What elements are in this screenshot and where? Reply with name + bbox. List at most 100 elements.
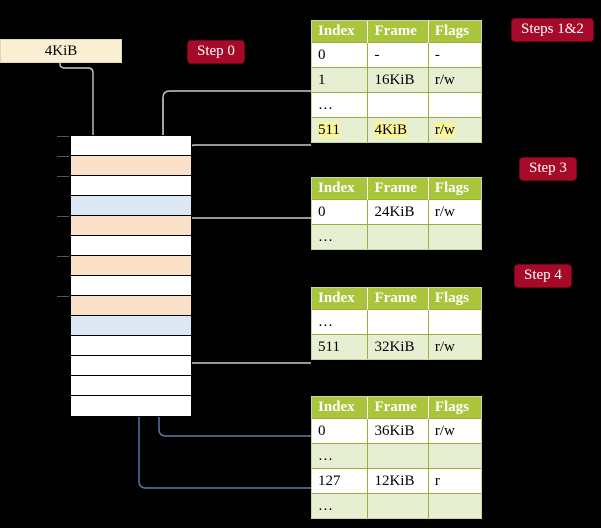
memory-frame-row[interactable] — [71, 236, 191, 256]
cell-frame — [367, 224, 429, 249]
cell-frame: 24KiB — [367, 199, 429, 225]
column-header-index: Index — [312, 21, 369, 43]
cell-index: … — [312, 493, 369, 518]
memory-frame-row[interactable] — [71, 396, 191, 416]
cell-index: 0 — [312, 199, 369, 225]
cell-index: 127 — [312, 468, 369, 494]
cell-frame — [367, 493, 429, 518]
memory-frame-row[interactable] — [57, 156, 191, 176]
badge-step-4: Step 4 — [515, 265, 571, 288]
cell-frame — [367, 92, 429, 118]
cell-frame: 36KiB — [367, 418, 429, 444]
table-row[interactable]: … — [312, 224, 481, 249]
column-header-index: Index — [312, 288, 369, 310]
column-header-flags: Flags — [428, 21, 481, 43]
badge-step-3-label: Step 3 — [529, 160, 567, 176]
frame-tick-mark — [57, 176, 69, 177]
table-row[interactable]: … — [312, 92, 481, 118]
table-row[interactable]: 0-- — [312, 42, 481, 68]
table-row[interactable]: … — [312, 493, 481, 518]
memory-frame-row[interactable] — [71, 276, 191, 296]
cell-frame — [367, 443, 429, 469]
cell-flags: - — [428, 42, 481, 68]
frame-tick-mark — [57, 156, 69, 157]
cell-flags — [428, 92, 481, 118]
column-header-frame: Frame — [367, 178, 429, 200]
table-row[interactable]: … — [312, 309, 481, 335]
memory-frame-row[interactable] — [71, 196, 191, 216]
cell-frame: 32KiB — [367, 334, 429, 359]
cell-index: 511 — [312, 117, 369, 142]
cell-flags — [428, 443, 481, 469]
column-header-frame: Frame — [367, 397, 429, 419]
cell-frame: 4KiB — [367, 117, 429, 142]
frame-tick-mark — [57, 296, 69, 297]
table-row[interactable]: … — [312, 443, 481, 469]
cell-flags: r/w — [428, 199, 481, 225]
column-header-index: Index — [312, 397, 369, 419]
column-header-frame: Frame — [367, 288, 429, 310]
frame-tick-mark — [57, 256, 69, 257]
memory-frame-row[interactable] — [71, 316, 191, 336]
cell-index: … — [312, 309, 369, 335]
memory-frame-row[interactable] — [57, 296, 191, 316]
cell-index: 511 — [312, 334, 369, 359]
memory-frame-row[interactable] — [57, 256, 191, 276]
cell-index: … — [312, 224, 369, 249]
cell-index: 0 — [312, 42, 369, 68]
cell-flags: r/w — [428, 117, 481, 142]
cell-frame: 12KiB — [367, 468, 429, 494]
table-row[interactable]: 511 4KiB r/w — [312, 117, 481, 142]
cell-index: … — [312, 443, 369, 469]
cell-flags — [428, 224, 481, 249]
column-header-flags: Flags — [428, 288, 481, 310]
frame-tick-mark — [57, 216, 69, 217]
cell-highlight: 511 — [318, 121, 340, 138]
physical-memory-frames — [57, 135, 192, 417]
memory-frame-row[interactable] — [57, 176, 191, 196]
cell-flags: r — [428, 468, 481, 494]
memory-frame-row[interactable] — [71, 376, 191, 396]
cell-flags: r/w — [428, 334, 481, 359]
cell-highlight: 4KiB — [374, 121, 407, 138]
frame-tick-mark — [57, 136, 69, 137]
cell-flags — [428, 309, 481, 335]
cell-index: 1 — [312, 67, 369, 93]
memory-frame-row[interactable] — [57, 216, 191, 236]
cell-flags: r/w — [428, 67, 481, 93]
result-frame-label: 4KiB — [44, 43, 78, 59]
badge-step-3: Step 3 — [520, 158, 576, 181]
memory-frame-row[interactable] — [71, 356, 191, 376]
column-header-flags: Flags — [428, 178, 481, 200]
cell-frame: - — [367, 42, 429, 68]
badge-step-4-label: Step 4 — [524, 267, 562, 283]
badge-step-0-label: Step 0 — [197, 43, 235, 59]
cell-frame — [367, 309, 429, 335]
cell-highlight: r/w — [434, 121, 455, 138]
cell-frame: 16KiB — [367, 67, 429, 93]
badge-steps-1-2: Steps 1&2 — [512, 19, 593, 42]
memory-frame-row[interactable] — [57, 136, 191, 156]
cell-index: … — [312, 92, 369, 118]
column-header-index: Index — [312, 178, 369, 200]
result-frame-box: 4KiB — [0, 39, 122, 63]
badge-steps-1-2-label: Steps 1&2 — [521, 21, 584, 37]
memory-frame-row[interactable] — [71, 336, 191, 356]
cell-index: 0 — [312, 418, 369, 444]
cell-flags: r/w — [428, 418, 481, 444]
badge-step-0: Step 0 — [188, 41, 244, 64]
